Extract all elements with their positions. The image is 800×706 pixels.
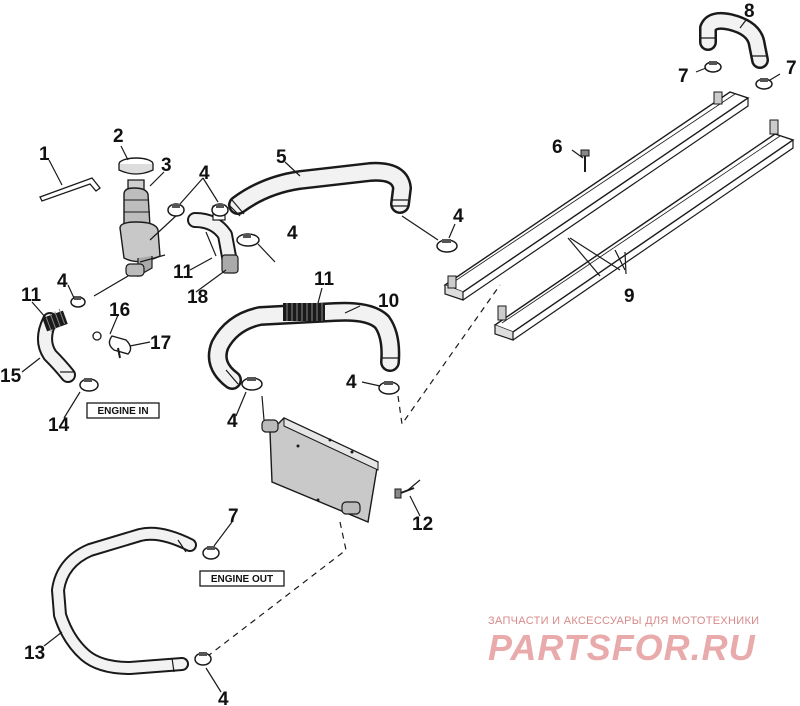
callout-7: 7	[786, 58, 797, 79]
callout-4: 4	[227, 411, 238, 432]
part-11-elbow	[205, 231, 217, 257]
callout-13: 13	[24, 643, 45, 664]
callout-15: 15	[0, 366, 22, 387]
part-12-bolt	[394, 479, 421, 499]
part-3-coolant-reservoir	[118, 157, 179, 278]
callout-4: 4	[453, 206, 464, 227]
clamp-7b	[755, 78, 773, 90]
watermark-brand: PARTSFOR.RU	[488, 627, 756, 668]
callout-14: 14	[48, 415, 70, 436]
leader-lines	[21, 19, 781, 693]
callout-4: 4	[199, 163, 210, 184]
callout-4: 4	[218, 689, 229, 706]
part-14-clamp	[79, 378, 99, 392]
callout-11: 11	[173, 262, 194, 283]
engine-in-tag: ENGINE IN	[86, 402, 160, 419]
part-17-clip	[108, 335, 132, 359]
callout-11: 11	[21, 285, 42, 306]
clamp-4g	[70, 296, 86, 308]
callout-1: 1	[39, 144, 50, 165]
callout-4: 4	[287, 223, 298, 244]
callout-3: 3	[161, 155, 172, 176]
callout-17: 17	[150, 333, 171, 354]
part-13-engine-out-hose	[51, 526, 197, 675]
callout-9: 9	[624, 286, 635, 307]
heat-shield-plate	[261, 417, 379, 523]
clamp-7a	[704, 61, 722, 73]
callout-2: 2	[113, 126, 124, 147]
engine-out-tag: ENGINE OUT	[199, 570, 285, 587]
part-6-screw	[580, 149, 590, 172]
watermark: ЗАПЧАСТИ И АКСЕССУАРЫ ДЛЯ МОТОТЕХНИКИ PA…	[488, 615, 759, 668]
engine-out-label: ENGINE OUT	[211, 574, 273, 585]
callout-12: 12	[412, 514, 433, 535]
callout-16: 16	[109, 300, 130, 321]
part-1-hex-key	[39, 177, 101, 202]
callout-7: 7	[228, 506, 239, 527]
clamp-4b	[211, 203, 229, 217]
callout-10: 10	[378, 291, 399, 312]
clamp-4a	[167, 203, 185, 217]
part-9-heat-exchanger-rails	[443, 91, 795, 341]
callout-5: 5	[276, 147, 287, 168]
part-5-upper-hose	[227, 161, 412, 217]
callout-11: 11	[314, 269, 335, 290]
callout-4: 4	[57, 271, 68, 292]
callout-18: 18	[187, 287, 208, 308]
part-15-engine-in-hose	[37, 308, 76, 383]
engine-in-label: ENGINE IN	[97, 406, 148, 417]
part-8-crossover-hose	[699, 11, 769, 69]
callout-6: 6	[552, 137, 563, 158]
clamp-4c	[236, 233, 260, 247]
clamp-4f	[378, 381, 400, 395]
callout-7: 7	[678, 66, 689, 87]
callout-4: 4	[346, 372, 357, 393]
part-16-washer	[92, 331, 102, 341]
clamp-4h	[194, 652, 212, 666]
part-18-hose	[187, 205, 239, 274]
callout-8: 8	[744, 1, 755, 22]
clamp-7c	[202, 546, 220, 560]
watermark-tagline: ЗАПЧАСТИ И АКСЕССУАРЫ ДЛЯ МОТОТЕХНИКИ	[488, 615, 759, 627]
clamp-4e	[241, 377, 263, 391]
part-10-middle-hose	[207, 301, 401, 390]
clamp-4d	[436, 239, 458, 253]
